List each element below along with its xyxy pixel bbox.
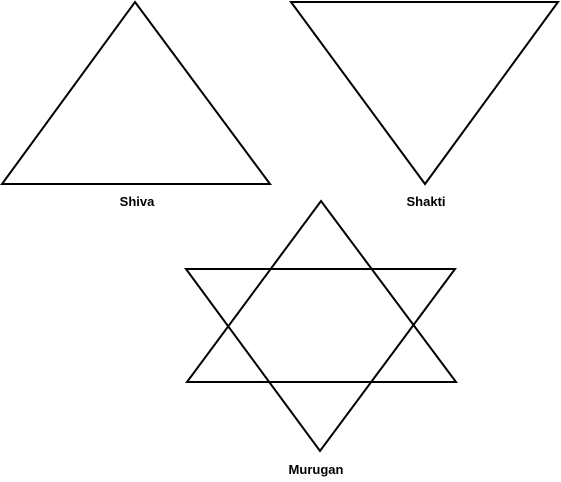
murugan-star-upward-triangle	[185, 199, 458, 383]
murugan-label: Murugan	[288, 462, 344, 477]
shakti-label: Shakti	[406, 194, 446, 209]
shiva-upward-triangle	[0, 0, 272, 185]
murugan-star-downward-triangle	[184, 268, 457, 453]
shiva-label: Shiva	[119, 194, 155, 209]
shakti-downward-triangle	[289, 0, 560, 186]
